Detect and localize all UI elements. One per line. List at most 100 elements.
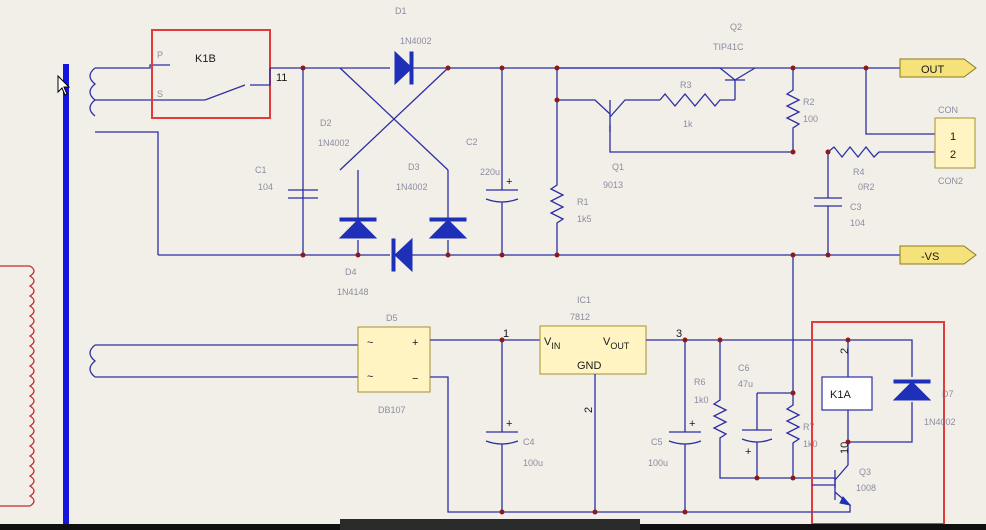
regulator-pin-3: 3 xyxy=(676,328,682,340)
svg-text:1008: 1008 xyxy=(856,483,876,493)
resistor-r7: R7 1k0 xyxy=(785,255,818,478)
svg-text:C6: C6 xyxy=(738,363,750,373)
capacitor-c4: + C4 100u xyxy=(485,340,543,512)
relay-contact-k1b: P S K1B xyxy=(151,29,271,119)
upper-secondary-winding xyxy=(89,64,165,255)
svg-text:1N4002: 1N4002 xyxy=(924,417,956,427)
relay-pin-10: 10 xyxy=(839,442,851,454)
svg-text:D5: D5 xyxy=(386,313,398,323)
transformer-core xyxy=(63,64,69,530)
svg-text:220u: 220u xyxy=(480,167,500,177)
svg-text:+: + xyxy=(506,418,512,430)
svg-text:+: + xyxy=(506,176,512,188)
bottom-bar-tab xyxy=(340,519,640,530)
svg-text:C3: C3 xyxy=(850,202,862,212)
svg-text:C2: C2 xyxy=(466,137,478,147)
svg-text:CON2: CON2 xyxy=(938,176,963,186)
svg-text:D1: D1 xyxy=(395,6,407,16)
relay-label-k1b: K1B xyxy=(195,53,216,65)
diode-d2-icon xyxy=(428,219,468,239)
port-neg-label: -VS xyxy=(921,251,939,263)
port-out-label: OUT xyxy=(921,64,945,76)
svg-text:R4: R4 xyxy=(853,167,865,177)
reg-vin-label: V xyxy=(544,336,552,348)
svg-text:Q1: Q1 xyxy=(612,162,624,172)
diode-bottom-icon xyxy=(394,237,413,273)
primary-winding xyxy=(0,265,35,507)
svg-text:R3: R3 xyxy=(680,80,692,90)
transistor-q1: Q1 9013 xyxy=(557,99,793,190)
svg-text:+: + xyxy=(745,446,751,458)
relay-label-k1a: K1A xyxy=(830,389,851,401)
resistor-r6: R6 1k0 xyxy=(694,340,836,488)
svg-text:104: 104 xyxy=(850,218,865,228)
capacitor-c6: + C6 47u xyxy=(738,363,793,478)
bridge-plus: + xyxy=(412,337,418,349)
svg-text:VIN: VIN xyxy=(544,336,560,351)
svg-text:D2: D2 xyxy=(320,118,332,128)
svg-text:C4: C4 xyxy=(523,437,535,447)
svg-text:D4: D4 xyxy=(345,267,357,277)
connector-pin-1: 1 xyxy=(950,131,956,143)
mouse-cursor-icon xyxy=(57,74,71,96)
svg-text:IC1: IC1 xyxy=(577,295,591,305)
svg-text:Q2: Q2 xyxy=(730,22,742,32)
svg-text:1N4002: 1N4002 xyxy=(400,36,432,46)
svg-text:C1: C1 xyxy=(255,165,267,175)
bridge-ac-bottom: ~ xyxy=(367,371,373,383)
port-neg-vs: -VS xyxy=(899,245,977,265)
svg-text:+: + xyxy=(689,418,695,430)
bridge-ac-top: ~ xyxy=(367,337,373,349)
regulator-pin-2: 2 xyxy=(583,407,595,413)
ground-rail xyxy=(430,376,812,513)
resistor-r3: R3 1k xyxy=(659,80,735,129)
svg-text:D3: D3 xyxy=(408,162,420,172)
svg-text:P: P xyxy=(157,50,163,60)
svg-text:0R2: 0R2 xyxy=(858,182,875,192)
svg-text:9013: 9013 xyxy=(603,180,623,190)
svg-text:104: 104 xyxy=(258,182,273,192)
svg-text:R7: R7 xyxy=(803,422,815,432)
reg-vin-sub: IN xyxy=(551,341,560,351)
svg-text:47u: 47u xyxy=(738,379,753,389)
svg-text:1k0: 1k0 xyxy=(803,439,818,449)
svg-text:S: S xyxy=(157,89,163,99)
relay-pin-2: 2 xyxy=(839,348,851,354)
bridge-minus: − xyxy=(412,373,418,385)
capacitor-c3: C3 104 xyxy=(814,152,865,255)
reg-vout-sub: OUT xyxy=(610,341,630,351)
capacitor-c2: + C2 220u xyxy=(466,68,519,255)
pin-label-11: 11 xyxy=(276,72,287,84)
svg-text:Q3: Q3 xyxy=(859,467,871,477)
resistor-r1: R1 1k5 xyxy=(549,68,592,255)
svg-text:1N4148: 1N4148 xyxy=(337,287,369,297)
svg-text:1k0: 1k0 xyxy=(694,395,709,405)
diode-d7-icon xyxy=(892,381,932,401)
transistor-q3: Q3 1008 xyxy=(812,467,876,513)
capacitor-c1: C1 104 xyxy=(255,165,318,199)
svg-text:1k: 1k xyxy=(683,119,693,129)
svg-text:7812: 7812 xyxy=(570,312,590,322)
reg-vout-label: V xyxy=(603,336,611,348)
reg-gnd-label: GND xyxy=(577,360,602,372)
svg-text:R1: R1 xyxy=(577,197,589,207)
port-out: OUT xyxy=(899,58,977,78)
connector-pin-2: 2 xyxy=(950,149,956,161)
svg-text:VOUT: VOUT xyxy=(603,336,630,351)
svg-text:R6: R6 xyxy=(694,377,706,387)
resistor-r4: R4 0R2 xyxy=(827,145,935,192)
svg-text:100u: 100u xyxy=(523,458,543,468)
junction-dots xyxy=(300,65,869,515)
svg-text:1k5: 1k5 xyxy=(577,214,592,224)
svg-text:D7: D7 xyxy=(942,389,954,399)
regulator-pin-1: 1 xyxy=(503,328,509,340)
diode-top-icon xyxy=(394,50,413,86)
